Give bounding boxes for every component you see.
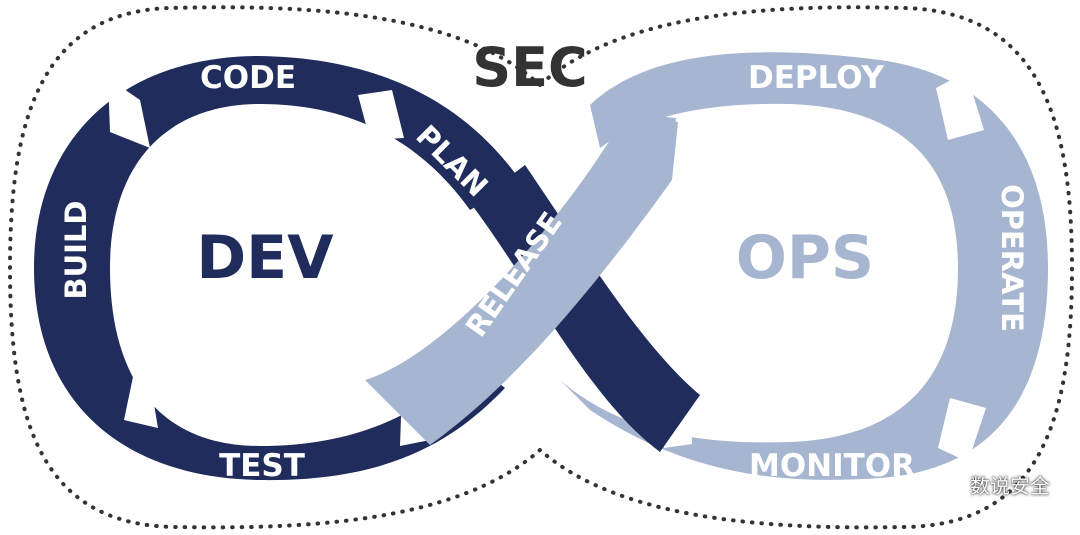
dev-label: DEV — [196, 223, 334, 293]
sec-label: SEC — [472, 36, 587, 99]
stage-build: BUILD — [59, 201, 93, 300]
watermark: 数说安全 — [928, 470, 1050, 499]
dev-segment-gap-2 — [358, 90, 404, 140]
ops-loop-band — [560, 52, 1048, 480]
dev-cross-band — [472, 165, 700, 452]
stage-operate: OPERATE — [995, 184, 1029, 332]
watermark-text: 数说安全 — [970, 474, 1050, 498]
ops-segment-gap-1 — [936, 72, 984, 140]
release-arrow-tip — [612, 112, 676, 186]
release-band — [365, 118, 678, 445]
dev-segment-gap-3 — [124, 372, 158, 428]
ops-segment-gap-2 — [938, 398, 986, 462]
stage-deploy: DEPLOY — [748, 60, 885, 96]
dev-segment-gap-1 — [108, 78, 150, 148]
wechat-icon — [929, 472, 961, 496]
dotted-outline — [7, 5, 1075, 530]
ops-label: OPS — [736, 223, 874, 293]
stage-code: CODE — [200, 60, 296, 96]
stage-monitor: MONITOR — [749, 448, 915, 484]
stage-test: TEST — [219, 448, 305, 484]
